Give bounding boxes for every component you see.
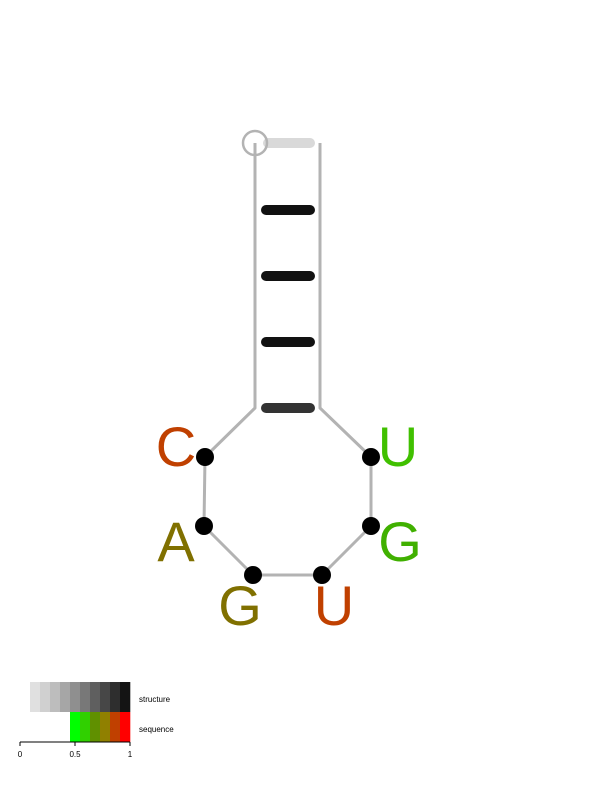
legend-sequence-swatch-4 [100, 712, 111, 742]
legend-structure-swatch-6 [80, 682, 91, 712]
legend-sequence-label: sequence [139, 725, 174, 734]
legend-structure-swatch-7 [90, 682, 101, 712]
legend-structure-label: structure [139, 695, 171, 704]
nucleotide-dot-3 [244, 566, 262, 584]
five-prime-start-marker [241, 129, 269, 157]
nucleotide-letter-5: G [378, 510, 422, 573]
nucleotide-dot-1 [196, 448, 214, 466]
legend-structure-swatch-1 [30, 682, 41, 712]
legend-tick-label-mid: 0.5 [69, 750, 81, 759]
color-legend: structure sequence 0 0.5 1 [18, 682, 174, 759]
legend-sequence-swatch-6 [120, 712, 131, 742]
legend-sequence-swatch-5 [110, 712, 121, 742]
nucleotide-dot-5 [362, 517, 380, 535]
legend-structure-swatch-10 [120, 682, 131, 712]
nucleotide-dot-4 [313, 566, 331, 584]
nucleotide-letter-4: U [314, 574, 354, 637]
nucleotide-letter-3: G [218, 574, 262, 637]
legend-sequence-swatch-1 [70, 712, 81, 742]
legend-structure-swatch-8 [100, 682, 111, 712]
start-marker-circle [241, 129, 269, 157]
legend-structure-swatch-4 [60, 682, 71, 712]
nucleotide-dot-6 [362, 448, 380, 466]
base-pairs [261, 138, 315, 413]
legend-tick-label-1: 1 [128, 750, 133, 759]
legend-structure-scale [30, 682, 131, 712]
legend-structure-swatch-3 [50, 682, 61, 712]
nucleotide-dots [195, 448, 380, 584]
legend-sequence-swatch-3 [90, 712, 101, 742]
nucleotide-letter-6: U [378, 415, 418, 478]
backbone-line [202, 143, 373, 577]
legend-sequence-swatch-2 [80, 712, 91, 742]
legend-structure-swatch-2 [40, 682, 51, 712]
nucleotide-letter-2: A [157, 510, 195, 573]
legend-structure-swatch-5 [70, 682, 81, 712]
legend-tick-label-0: 0 [18, 750, 23, 759]
legend-structure-swatch-9 [110, 682, 121, 712]
rna-backbone [202, 143, 373, 577]
legend-sequence-scale [70, 712, 131, 742]
nucleotide-letter-1: C [156, 415, 196, 478]
nucleotide-dot-2 [195, 517, 213, 535]
